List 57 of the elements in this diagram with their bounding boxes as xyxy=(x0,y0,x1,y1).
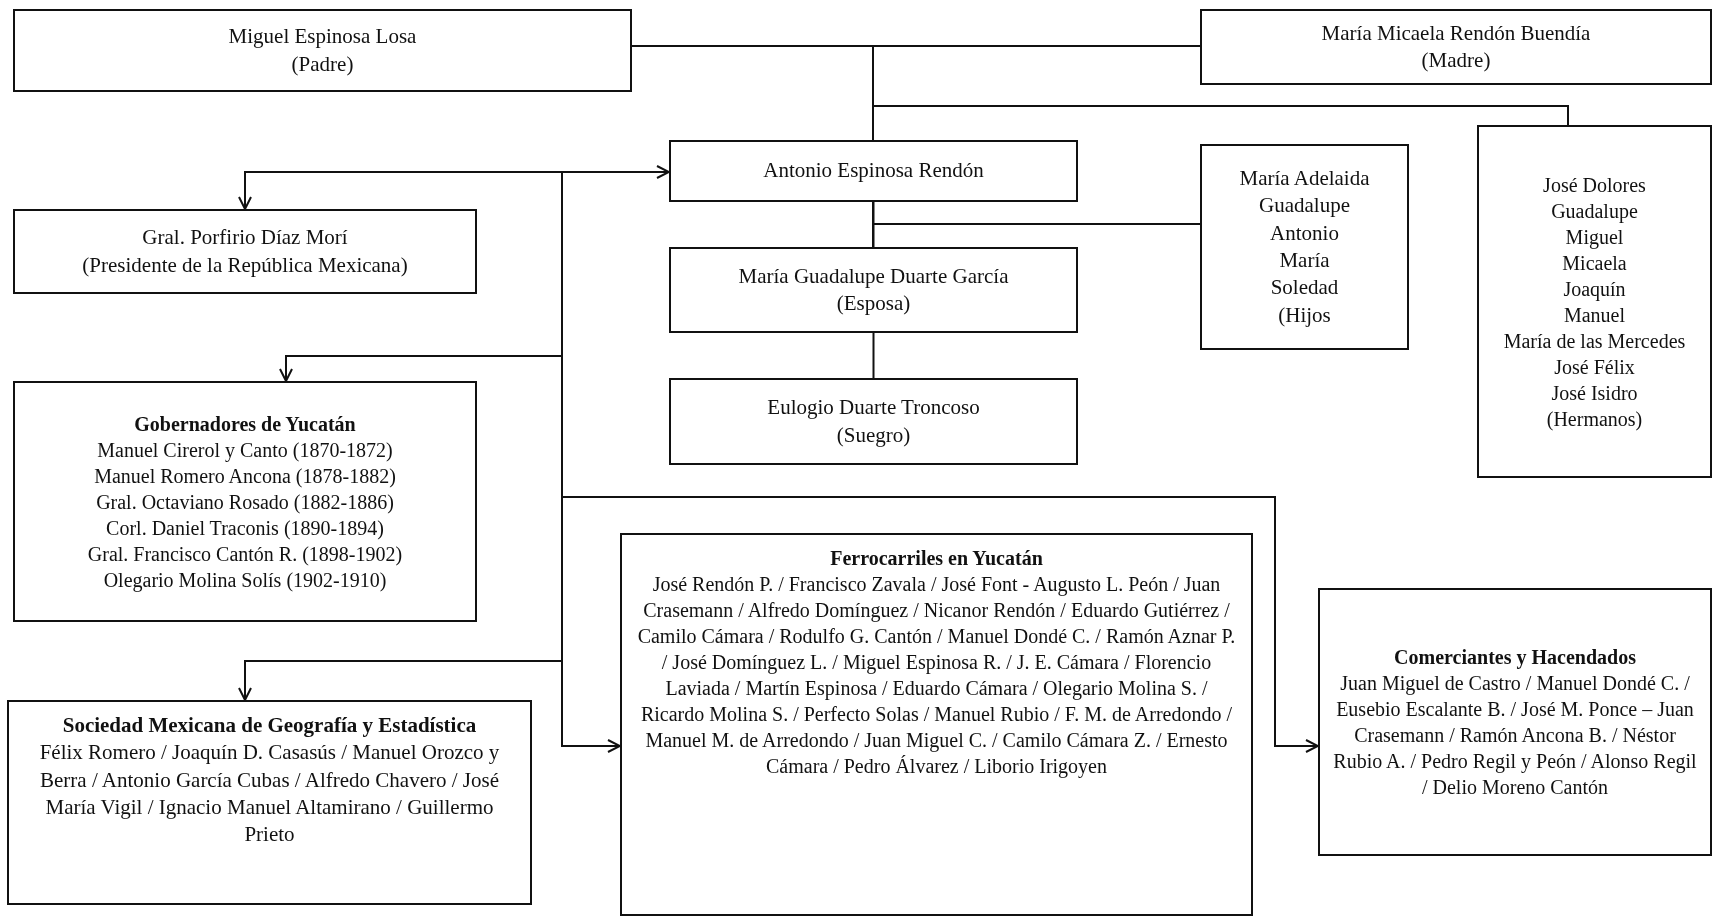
name-text: Guadalupe xyxy=(1259,192,1350,220)
person-box xyxy=(1318,588,1712,856)
name-text: Antonio Espinosa Rendón xyxy=(763,157,984,185)
connector-line xyxy=(872,223,1201,248)
person-box xyxy=(13,209,477,294)
name-text: María Guadalupe Duarte García xyxy=(738,262,1009,290)
person-box xyxy=(620,533,1253,916)
name-text: Gral. Octaviano Rosado (1882-1886) xyxy=(96,489,394,515)
name-text: Olegario Molina Solís (1902-1910) xyxy=(103,567,387,593)
name-text: Corl. Daniel Traconis (1890-1894) xyxy=(106,515,384,541)
name-text: María Adelaida xyxy=(1239,165,1370,193)
person-box xyxy=(1200,144,1409,350)
connector-line xyxy=(872,332,875,379)
connector-line xyxy=(872,201,875,248)
name-text: Miguel xyxy=(1565,224,1624,250)
person-box xyxy=(669,247,1078,333)
name-text: (Madre) xyxy=(1421,47,1491,74)
arrow xyxy=(561,165,670,179)
name-text: José Isidro xyxy=(1551,380,1638,406)
name-text: Manuel Romero Ancona (1878-1882) xyxy=(94,463,396,489)
person-box xyxy=(669,378,1078,465)
group-heading: Gobernadores de Yucatán xyxy=(134,411,356,437)
name-text: María de las Mercedes xyxy=(1503,328,1686,354)
name-text: (Hermanos) xyxy=(1546,406,1643,432)
group-heading: Ferrocarriles en Yucatán xyxy=(830,546,1043,571)
person-box xyxy=(669,140,1078,202)
name-text: María Micaela Rendón Buendía xyxy=(1321,19,1591,47)
person-box xyxy=(1477,125,1712,478)
person-box xyxy=(1200,9,1712,85)
person-box xyxy=(7,700,532,905)
name-text: María xyxy=(1279,247,1330,274)
name-text: Gral. Francisco Cantón R. (1898-1902) xyxy=(87,541,403,567)
name-text: (Esposa) xyxy=(836,290,911,317)
name-text: José Rendón P. / Francisco Zavala / José Font - Augusto L. Peón / Juan Crasemann / Alfredo Domínguez / Nicanor Rendón / Eduardo Gutiérrez / Camilo Cámara / Rodulfo G. Cantón / Manuel Dondé C. / Ramón Aznar P. / José Domínguez L. / Miguel Espinosa R. / J. E. Cámara / Florencio Laviada / Martín Espinosa / Eduardo Cámara / Olegario Molina S. / Ricardo Molina S. / Perfecto Solas / Manuel Rubio / F. M. de Arredondo / Manuel M. de Arredondo / Juan Miguel C. / Camilo Cámara Z. / Ernesto Cámara / Pedro Álvarez / Liborio Irigoyen xyxy=(636,572,1237,779)
name-text: Manuel xyxy=(1563,302,1626,328)
person-box xyxy=(13,381,477,622)
person-box xyxy=(13,9,632,92)
name-text: José Dolores xyxy=(1543,172,1646,198)
name-text: Joaquín xyxy=(1563,276,1626,302)
name-text: Miguel Espinosa Losa xyxy=(228,23,417,51)
name-text: Manuel Cirerol y Canto (1870-1872) xyxy=(97,437,393,463)
name-text: Gral. Porfirio Díaz Morí xyxy=(142,224,348,252)
name-text: Guadalupe xyxy=(1551,198,1638,224)
name-text: José Félix xyxy=(1554,354,1635,380)
name-text: Soledad xyxy=(1270,274,1339,302)
name-text: Eulogio Duarte Troncoso xyxy=(767,394,980,422)
name-text: Antonio xyxy=(1270,219,1339,247)
name-text: (Suegro) xyxy=(836,421,911,449)
name-text: (Presidente de la República Mexicana) xyxy=(82,251,408,279)
group-heading: Comerciantes y Hacendados xyxy=(1394,645,1636,670)
group-heading: Sociedad Mexicana de Geografía y Estadística xyxy=(62,712,477,739)
arrow xyxy=(238,171,563,210)
name-text: Juan Miguel de Castro / Manuel Dondé C. / Eusebio Escalante B. / José M. Ponce – Juan Crasemann / Ramón Ancona B. / Néstor Rubio A. / Pedro Regil y Peón / Alonso Regil / Delio Moreno Cantón xyxy=(1332,671,1698,800)
name-text: Micaela xyxy=(1562,250,1627,276)
name-text: Félix Romero / Joaquín D. Casasús / Manuel Orozco y Berra / Antonio García Cubas / Alfredo Chavero / José María Vigil / Ignacio Manuel Altamirano / Guillermo Prieto xyxy=(38,739,501,849)
name-text: (Hijos xyxy=(1278,301,1331,329)
name-text: (Padre) xyxy=(291,50,354,78)
